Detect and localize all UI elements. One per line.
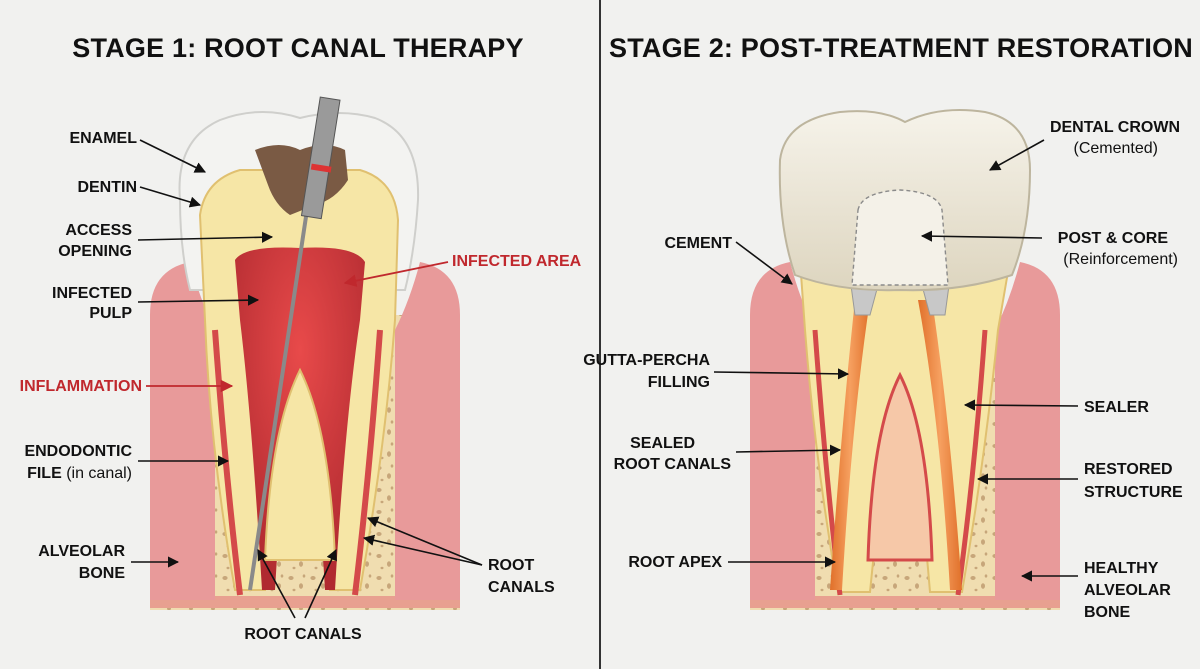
infected-pulp (235, 247, 365, 590)
gum-right-2 (995, 262, 1060, 600)
gum-right (395, 262, 460, 600)
post-core (851, 189, 949, 286)
label-sealer: SEALER (1084, 399, 1149, 416)
label-crown-1: DENTAL CROWN (1050, 119, 1180, 136)
stage2-labels: DENTAL CROWN (Cemented) CEMENT POST & CO… (583, 119, 1183, 621)
label-access-1: ACCESS (65, 222, 132, 239)
label-inflammation: INFLAMMATION (20, 378, 142, 395)
tooth-stage2 (750, 108, 1060, 610)
label-bone-2: BONE (79, 565, 126, 582)
label-post-2: (Reinforcement) (1063, 251, 1178, 268)
label-file-1: ENDODONTIC (24, 443, 132, 460)
label-file-2: FILE (in canal) (27, 465, 132, 482)
label-dentin: DENTIN (77, 179, 137, 196)
label-restored-2: STRUCTURE (1084, 484, 1183, 501)
label-root-canals-right-2: CANALS (488, 579, 555, 596)
label-gutta-1: GUTTA-PERCHA (583, 352, 710, 369)
gum-left-2 (750, 262, 815, 600)
label-access-2: OPENING (58, 243, 132, 260)
label-bone-1: ALVEOLAR (38, 543, 125, 560)
gum-left (150, 262, 215, 600)
label-cement: CEMENT (664, 235, 732, 252)
gutta-percha-left (830, 300, 870, 590)
label-crown-2: (Cemented) (1074, 140, 1158, 157)
label-gutta-2: FILLING (648, 374, 710, 391)
label-infected-area: INFECTED AREA (452, 253, 582, 270)
gutta-percha-right (918, 300, 962, 590)
stage1-labels: ENAMEL DENTIN ACCESS OPENING INFECTED AR… (20, 130, 582, 643)
label-infected-pulp-1: INFECTED (52, 285, 132, 302)
file-handle (300, 96, 341, 220)
stage1-title: STAGE 1: ROOT CANAL THERAPY (72, 33, 523, 63)
label-sealed-2: ROOT CANALS (614, 456, 732, 473)
label-restored-1: RESTORED (1084, 461, 1173, 478)
label-enamel: ENAMEL (69, 130, 137, 147)
label-healthy-1: HEALTHY (1084, 560, 1159, 577)
label-sealed-1: SEALED (630, 435, 695, 452)
stage2-title: STAGE 2: POST-TREATMENT RESTORATION (609, 33, 1193, 63)
label-infected-pulp-2: PULP (89, 305, 132, 322)
label-apex: ROOT APEX (628, 554, 722, 571)
label-root-canals-right-1: ROOT (488, 557, 534, 574)
label-root-canals-bottom: ROOT CANALS (244, 626, 362, 643)
label-healthy-2: ALVEOLAR (1084, 582, 1171, 599)
label-healthy-3: BONE (1084, 604, 1131, 621)
label-post-1: POST & CORE (1058, 230, 1169, 247)
tooth-stage1 (150, 96, 460, 610)
